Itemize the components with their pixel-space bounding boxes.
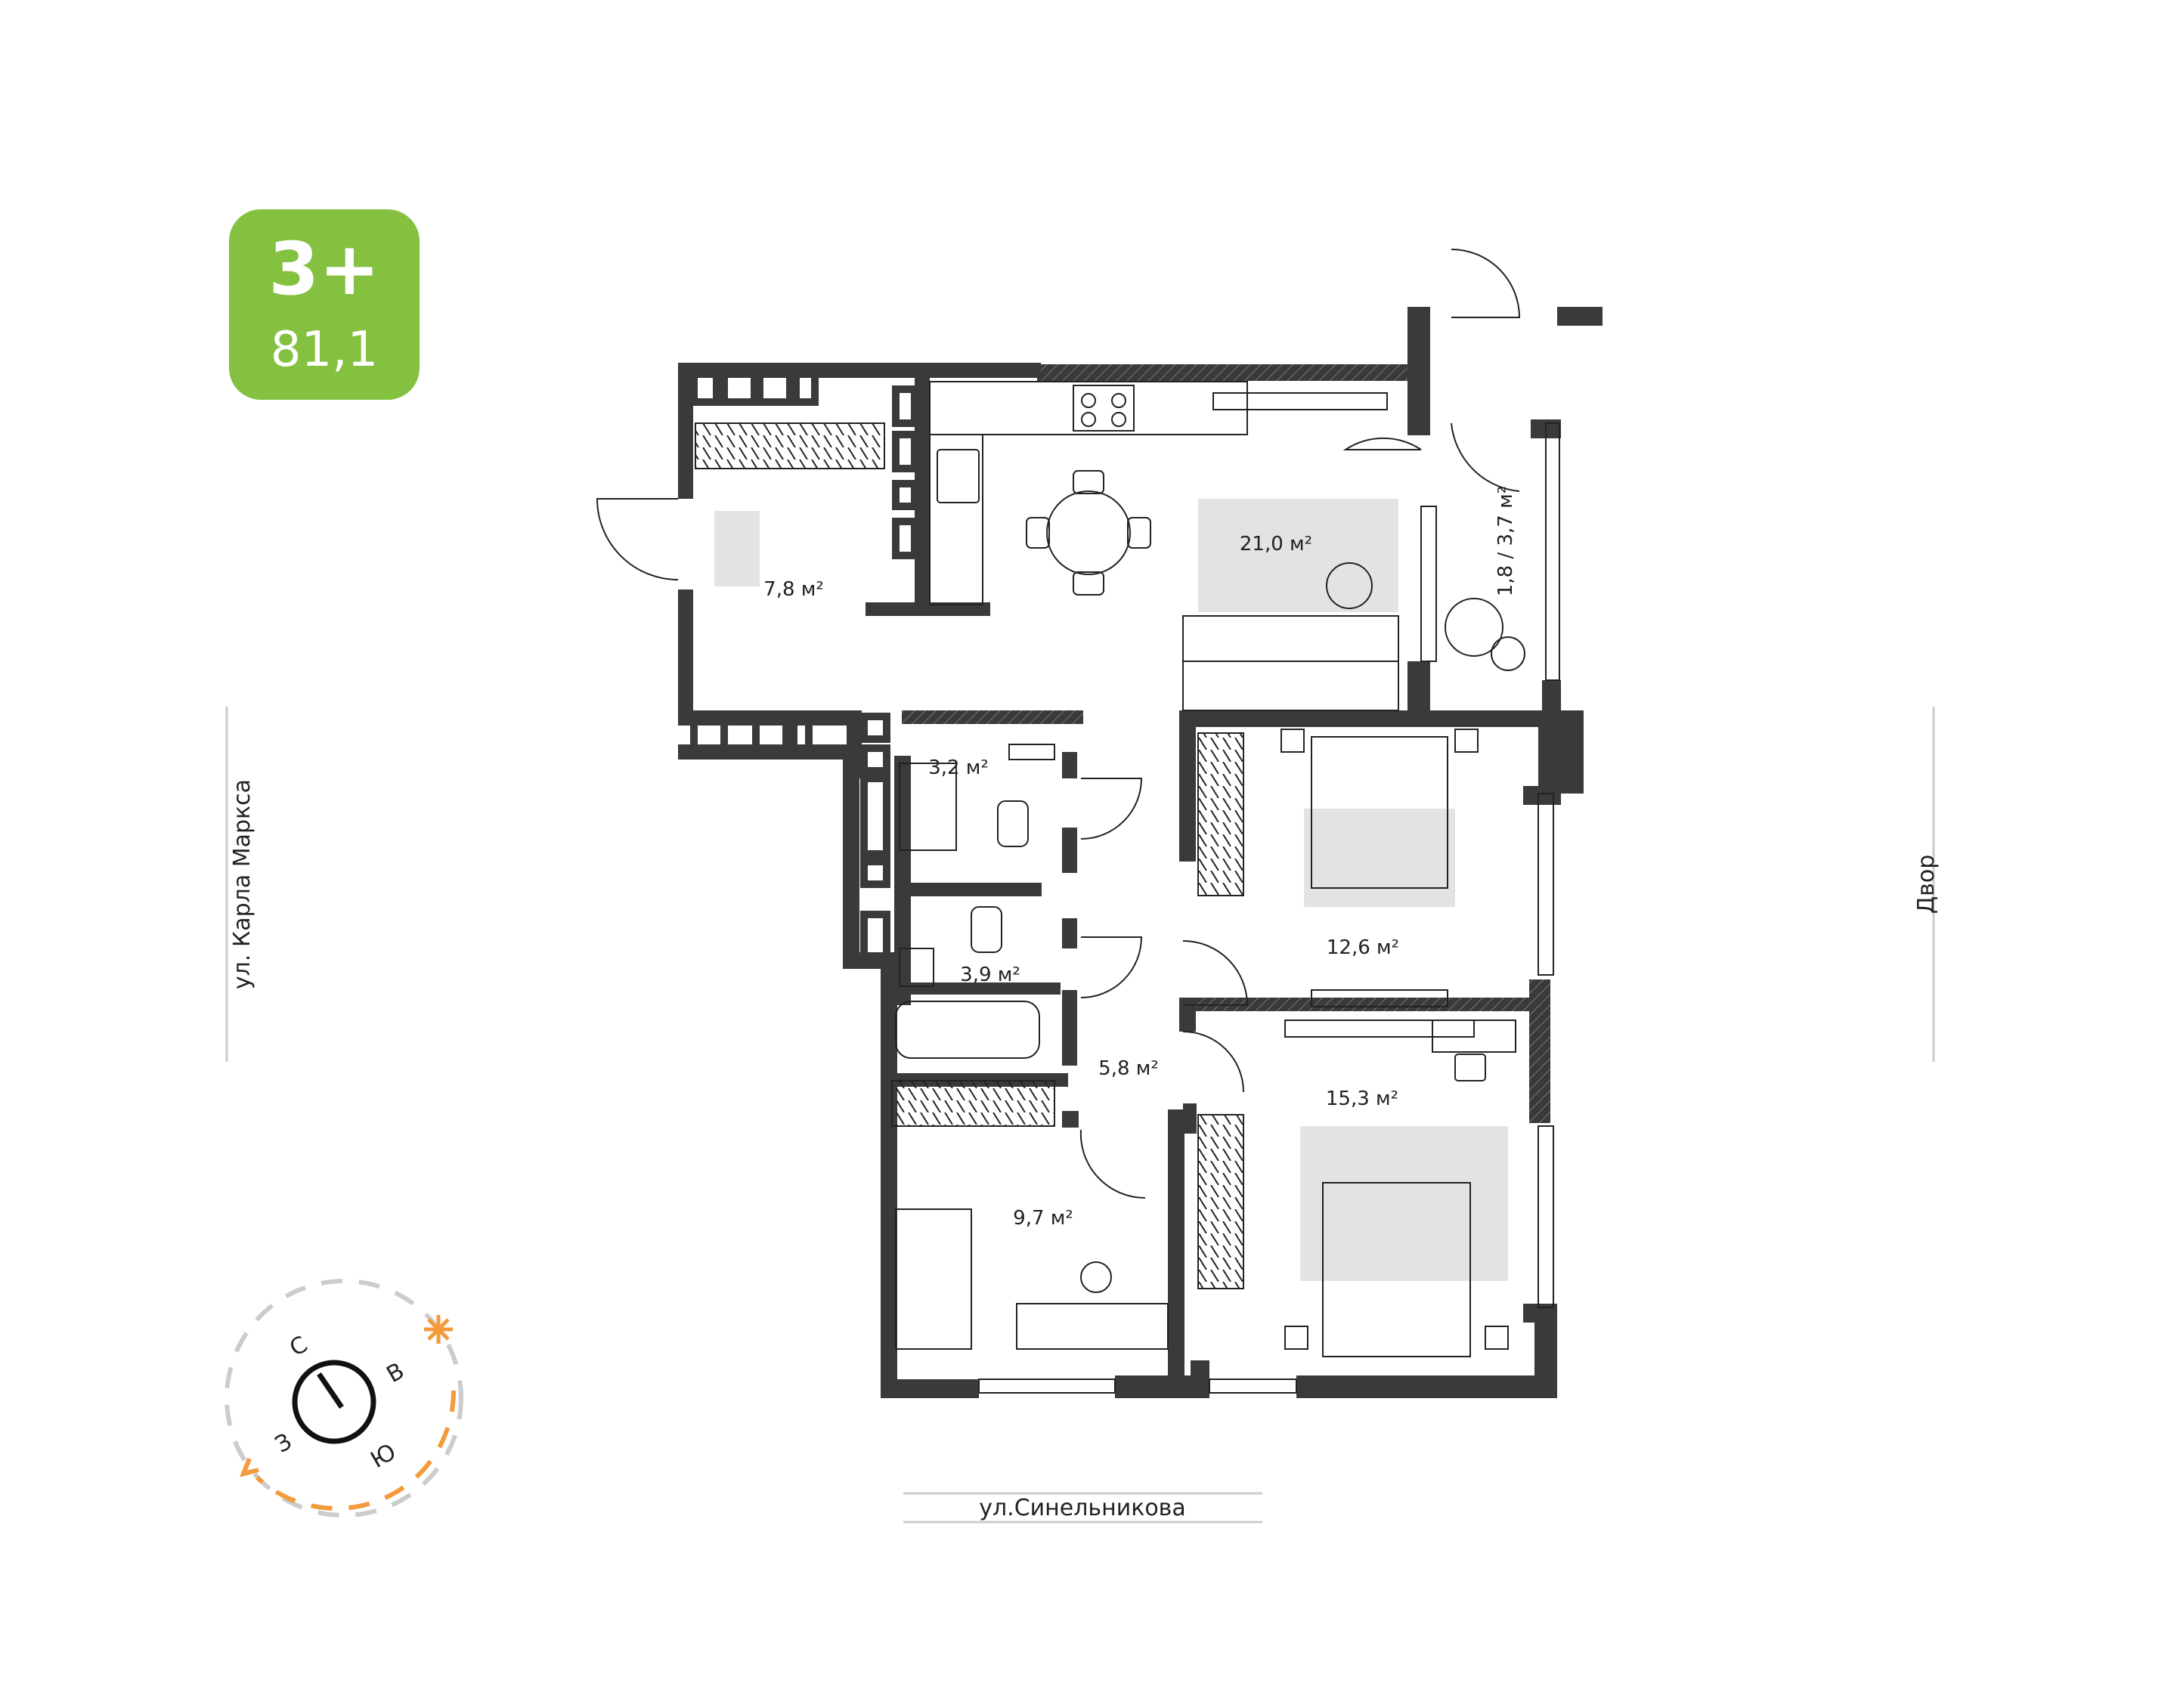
compass-ring xyxy=(225,1279,463,1518)
compass-north: С xyxy=(285,1331,312,1362)
compass-dial xyxy=(292,1360,376,1444)
area-bedroom-1: 12,6 м² xyxy=(1327,936,1399,959)
street-lines xyxy=(225,707,1935,1524)
compass-needle xyxy=(317,1372,344,1409)
sun-path xyxy=(255,1390,457,1511)
rugs xyxy=(714,499,1508,1281)
wardrobes xyxy=(695,422,1244,1289)
street-bottom: ул.Синельникова xyxy=(979,1495,1186,1521)
sun-arrow-icon xyxy=(240,1457,259,1477)
area-kids-room: 9,7 м² xyxy=(1013,1207,1073,1230)
kitchen-fixtures xyxy=(895,381,1525,1357)
area-bedroom-2: 15,3 м² xyxy=(1326,1088,1398,1110)
compass: С В Ю З xyxy=(225,1279,463,1518)
compass-east: В xyxy=(382,1357,409,1388)
total-area: 81,1 xyxy=(270,322,379,378)
area-balcony: 1,8 / 3,7 м² xyxy=(1494,486,1517,596)
street-right: Двор xyxy=(1913,855,1940,914)
area-hall: 7,8 м² xyxy=(763,578,824,601)
area-bathroom-2: 3,9 м² xyxy=(960,964,1020,986)
storage-cells xyxy=(690,368,918,960)
compass-west: З xyxy=(271,1428,296,1459)
apartment-badge: 3+ 81,1 xyxy=(229,209,420,400)
windows xyxy=(978,422,1560,1394)
area-corridor: 5,8 м² xyxy=(1098,1057,1159,1080)
room-labels: 7,8 м² 21,0 м² 1,8 / 3,7 м² 3,2 м² 3,9 м… xyxy=(763,486,1517,1230)
sun-icon xyxy=(424,1315,453,1344)
area-living-kitchen: 21,0 м² xyxy=(1240,533,1312,555)
doors xyxy=(596,249,1521,1199)
room-count: 3+ xyxy=(268,227,380,311)
street-left: ул. Карла Маркса xyxy=(229,779,255,989)
area-bathroom-1: 3,2 м² xyxy=(928,757,989,779)
compass-south: Ю xyxy=(366,1439,401,1474)
